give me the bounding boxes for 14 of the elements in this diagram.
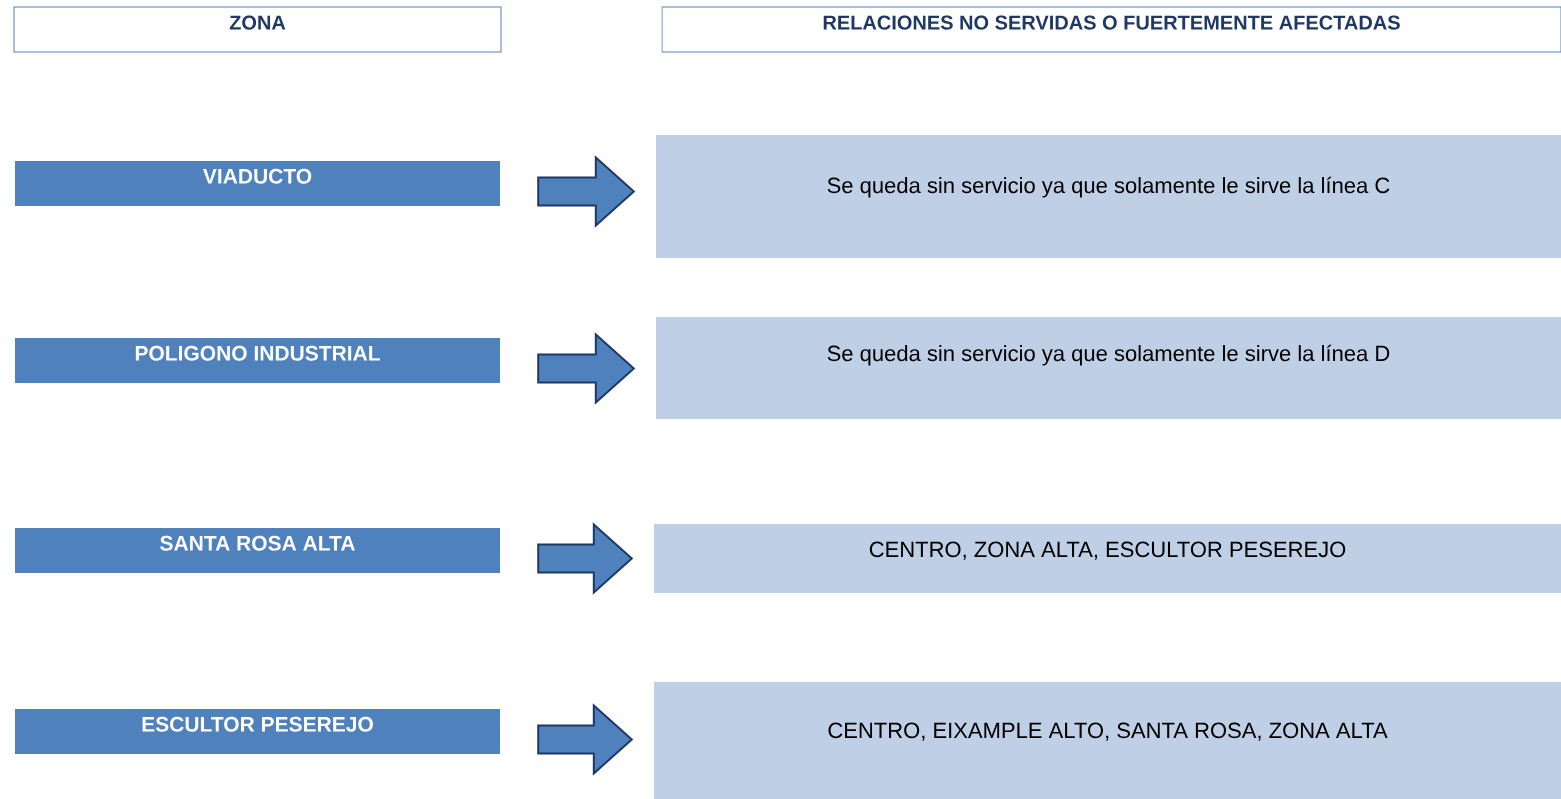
block-arrow bbox=[537, 332, 636, 405]
block-arrow bbox=[537, 155, 636, 228]
block-arrow bbox=[537, 522, 634, 595]
zone-box: SANTA ROSA ALTA bbox=[15, 528, 500, 573]
result-box: CENTRO, EIXAMPLE ALTO, SANTA ROSA, ZONA ALTA bbox=[654, 682, 1561, 799]
header-box: ZONA bbox=[13, 6, 502, 53]
zone-box: POLIGONO INDUSTRIAL bbox=[15, 338, 500, 383]
zone-box: VIADUCTO bbox=[15, 161, 500, 206]
result-box: Se queda sin servicio ya que solamente le sirve la línea D bbox=[656, 317, 1561, 419]
header-box: RELACIONES NO SERVIDAS O FUERTEMENTE AFECTADAS bbox=[661, 6, 1561, 53]
result-box: CENTRO, ZONA ALTA, ESCULTOR PESEREJO bbox=[654, 524, 1561, 593]
zone-box: ESCULTOR PESEREJO bbox=[15, 709, 500, 754]
block-arrow bbox=[537, 703, 634, 776]
result-box: Se queda sin servicio ya que solamente le sirve la línea C bbox=[656, 135, 1561, 258]
